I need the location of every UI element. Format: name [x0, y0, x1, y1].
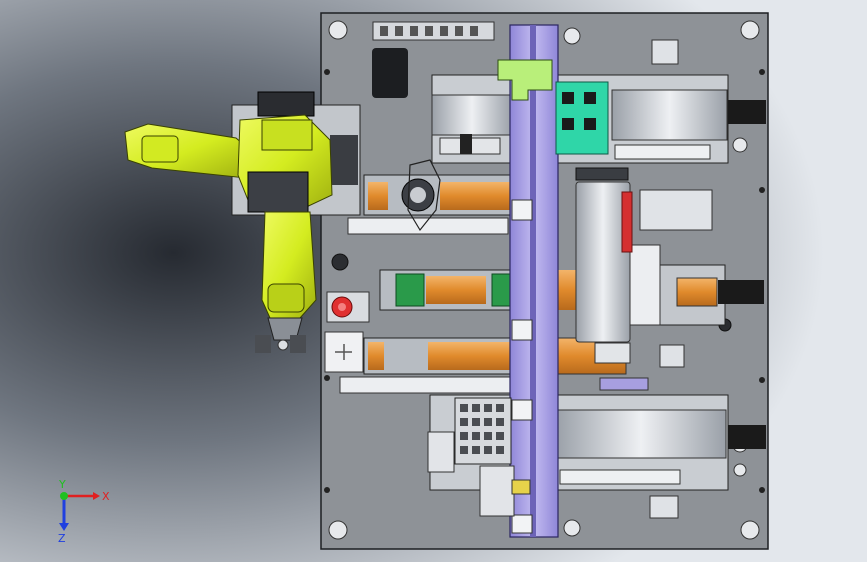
teal-gripper-plate: [555, 81, 609, 155]
y-axis-label: Y: [58, 478, 66, 491]
junction-box: [324, 331, 364, 373]
z-arrowhead-icon: [59, 523, 69, 531]
y-axis-dot: [60, 492, 68, 500]
right-middle-slide: [624, 189, 764, 326]
robot-arm: [124, 114, 333, 353]
top-connector-strip: [372, 21, 495, 41]
servo-motor: [575, 167, 633, 364]
orange-rail-lower: [339, 337, 649, 394]
sensor-block-top: [651, 39, 679, 65]
green-bracket: [497, 59, 553, 101]
cutout-panel: [372, 48, 408, 98]
orientation-triad: X Y Z: [58, 478, 110, 545]
tool-changer: [401, 159, 441, 232]
emergency-stop-button: [326, 291, 370, 323]
main-vertical-rail: [509, 24, 559, 538]
z-axis-label: Z: [58, 532, 66, 545]
sensor-block-upper: [659, 344, 685, 368]
x-arrowhead-icon: [93, 492, 100, 500]
parts-tray: [427, 397, 531, 517]
orange-rail-upper: [347, 174, 515, 235]
x-axis-label: X: [102, 490, 110, 503]
